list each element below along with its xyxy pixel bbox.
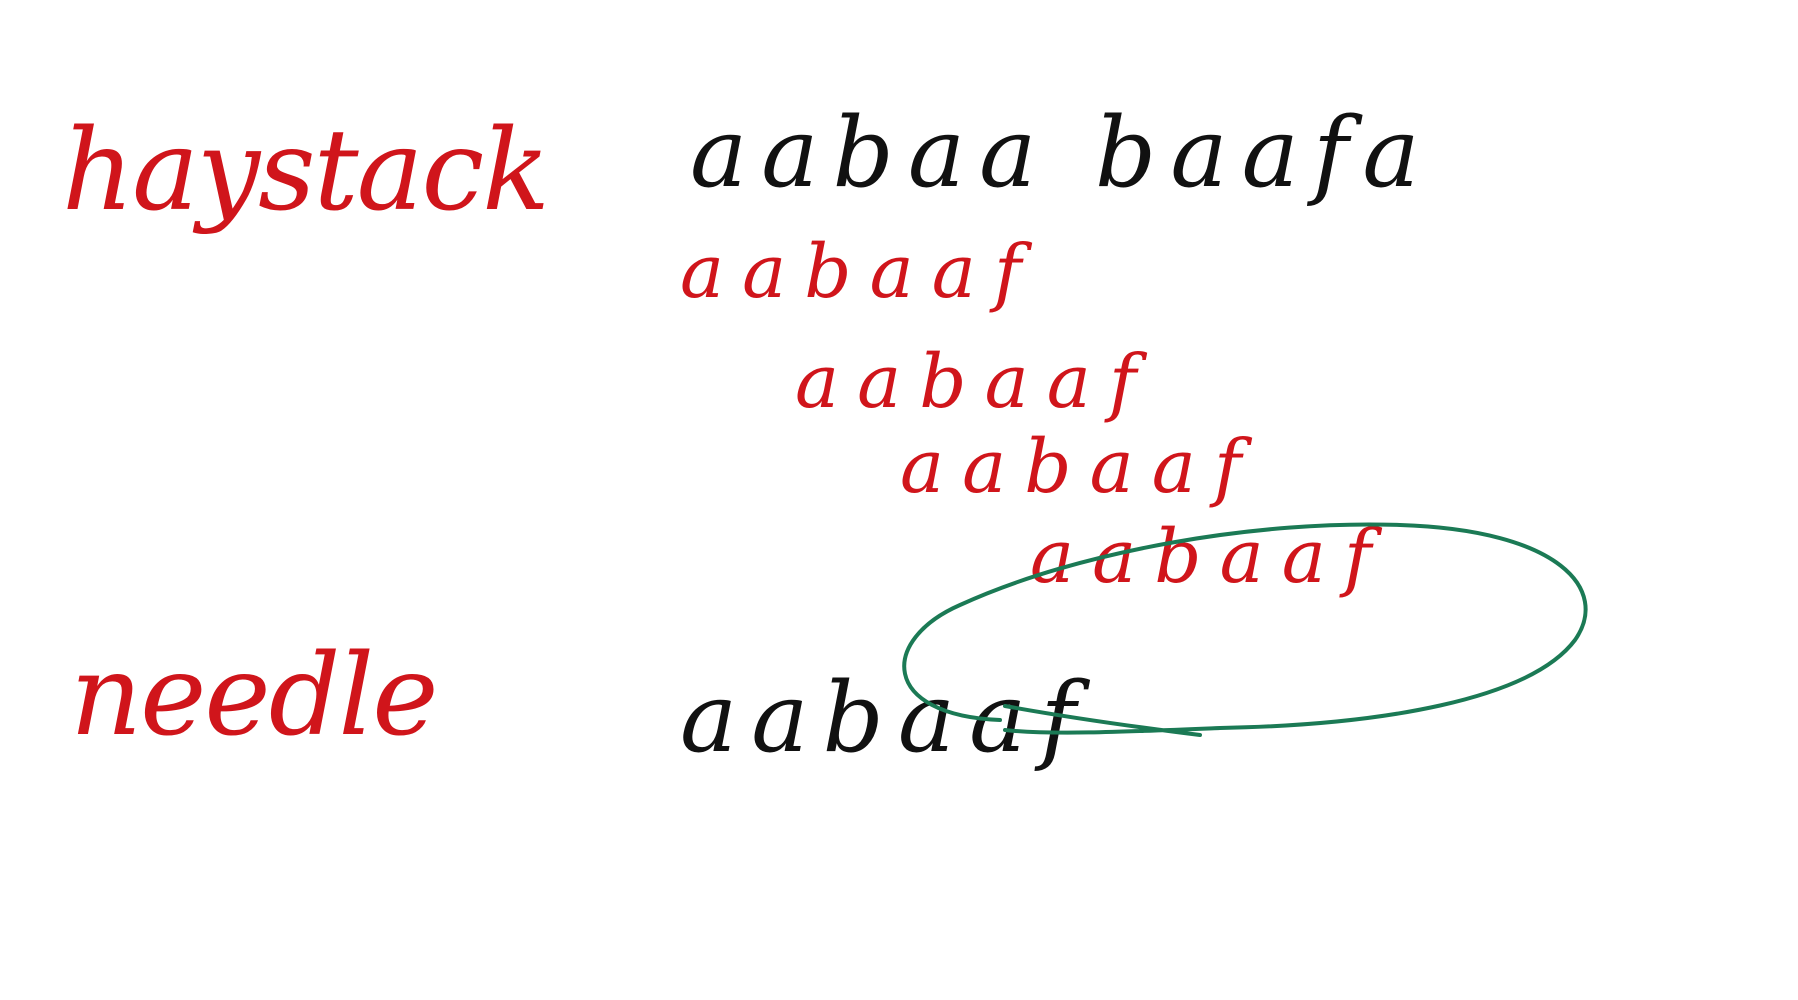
attempt-row: aabaaf [680, 229, 1040, 315]
attempt-row: aabaaf [900, 424, 1260, 510]
haystack-string: aabaa baafa [690, 97, 1434, 209]
attempt-row-match: aabaaf [1030, 514, 1390, 600]
needle-string: aabaaf [680, 662, 1090, 774]
needle-label: needle [70, 631, 438, 761]
haystack-label: haystack [62, 106, 550, 236]
attempt-row: aabaaf [795, 339, 1155, 425]
